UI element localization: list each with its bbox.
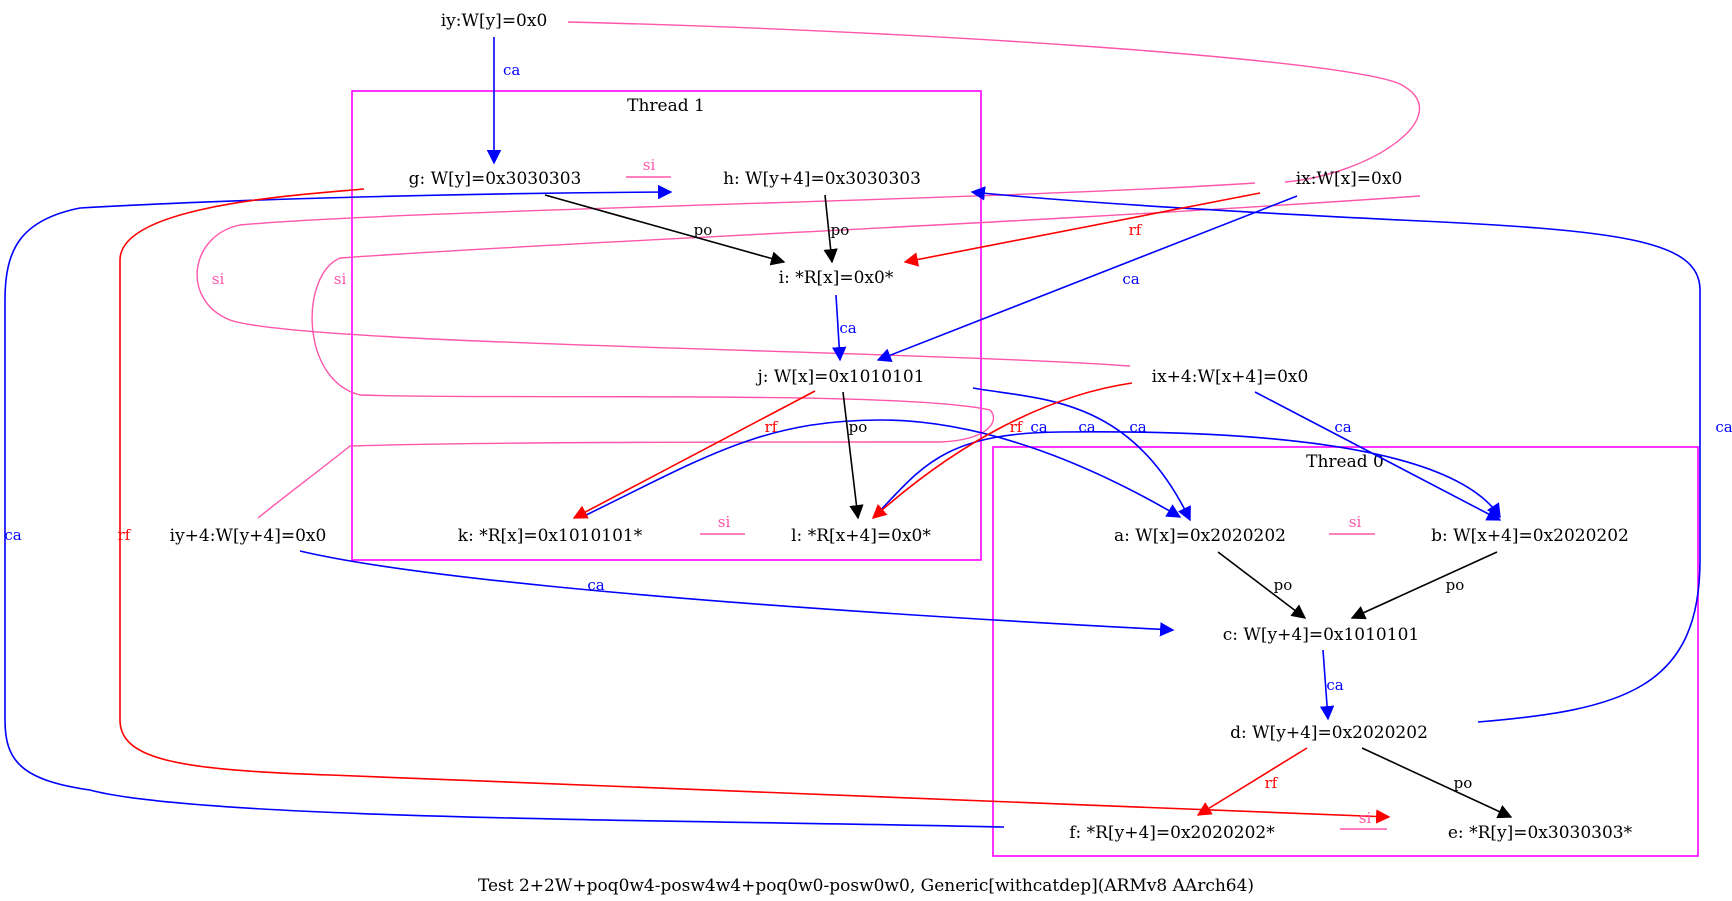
edge-ix-iy [567,21,1421,183]
edge-j-a [972,387,1191,522]
po-edges [544,194,1513,819]
edge-i-j [832,294,847,362]
node-d: d: W[y+4]=0x2020202 [1230,723,1428,743]
node-l: l: *R[x+4]=0x0* [791,526,931,546]
edge-h-i [823,194,838,264]
thread0-cluster [992,446,1699,857]
edge-a-c [1217,551,1307,619]
edge-ix4-b [1254,391,1502,521]
edge-label-k-l: si [718,513,731,531]
node-h: h: W[y+4]=0x3030303 [723,169,921,189]
edge-d-h [970,186,1701,723]
edge-d-f [1196,747,1308,816]
node-iy: iy:W[y]=0x0 [441,11,548,31]
edge-label-k-a: ca [1030,418,1047,436]
edge-label-iy-g: ca [503,61,520,79]
thread1-cluster-label: Thread 1 [627,96,705,116]
node-ix: ix:W[x]=0x0 [1296,169,1403,189]
node-a: a: W[x]=0x2020202 [1114,526,1286,546]
edge-g-e [119,188,1391,824]
edge-label-g-i: po [694,221,713,239]
edge-label-b-c: po [1446,576,1465,594]
edge-label-d-e: po [1454,774,1473,792]
node-i: i: *R[x]=0x0* [779,268,894,288]
edge-label-ix4-si: si [334,270,347,288]
edge-iy4-c [299,550,1175,637]
edge-labels: ca si po po rf ca ca si si rf po rf ca c… [4,61,1732,827]
node-f: f: *R[y+4]=0x2020202* [1069,823,1275,843]
edge-b-c [1350,551,1498,620]
node-e: e: *R[y]=0x3030303* [1448,823,1633,843]
edge-label-g-e: rf [118,526,132,544]
edge-label-j-l: po [849,418,868,436]
edge-j-k [572,390,816,519]
edge-label-f-g: ca [4,526,21,544]
nodes: iy:W[y]=0x0 g: W[y]=0x3030303 h: W[y+4]=… [170,11,1633,843]
edge-label-g-h: si [643,156,656,174]
node-g: g: W[y]=0x3030303 [409,169,582,189]
thread1-cluster [351,90,982,561]
edge-label-l-b: ca [1078,418,1095,436]
edge-c-d [1319,649,1335,721]
edge-ix-j [876,195,1298,362]
thread0-cluster-label: Thread 0 [1306,452,1384,472]
edge-label-ix4-l: rf [1010,418,1024,436]
edge-label-ix-si-left: si [212,270,225,288]
edge-label-j-k: rf [765,418,779,436]
edge-label-d-f: rf [1265,774,1279,792]
edge-ix4-si [257,195,1421,519]
edge-label-a-b: si [1349,513,1362,531]
edge-ix-i [903,192,1261,267]
edge-l-b [872,430,1501,519]
node-j: j: W[x]=0x1010101 [755,367,924,387]
edge-label-h-i: po [831,221,850,239]
edge-k-a [579,419,1182,519]
diagram-caption: Test 2+2W+poq0w4-posw4w4+poq0w0-posw0w0,… [478,876,1254,896]
edge-ix-si-left [196,182,1256,367]
edge-label-j-a: ca [1129,418,1146,436]
edge-label-a-c: po [1274,576,1293,594]
edge-label-i-j: ca [839,319,856,337]
node-c: c: W[y+4]=0x1010101 [1223,625,1419,645]
edge-d-e [1361,747,1513,819]
edge-label-ix-i: rf [1129,221,1143,239]
edge-label-ix-j: ca [1122,270,1139,288]
edge-label-d-h: ca [1715,418,1732,436]
edge-g-i [544,194,786,266]
node-k: k: *R[x]=0x1010101* [458,526,643,546]
edge-j-l [842,391,864,520]
ca-edges [4,37,1701,828]
rf-edges [119,188,1391,824]
edge-f-g [4,184,1005,828]
node-b: b: W[x+4]=0x2020202 [1431,526,1629,546]
edge-ix4-l [871,382,1133,519]
node-ix4: ix+4:W[x+4]=0x0 [1152,367,1309,387]
node-iy4: iy+4:W[y+4]=0x0 [170,526,327,546]
si-edges [196,21,1421,830]
edge-label-iy4-c: ca [587,576,604,594]
edge-label-f-e: si [1359,809,1372,827]
edge-label-ix4-b: ca [1334,418,1351,436]
edge-label-c-d: ca [1326,676,1343,694]
